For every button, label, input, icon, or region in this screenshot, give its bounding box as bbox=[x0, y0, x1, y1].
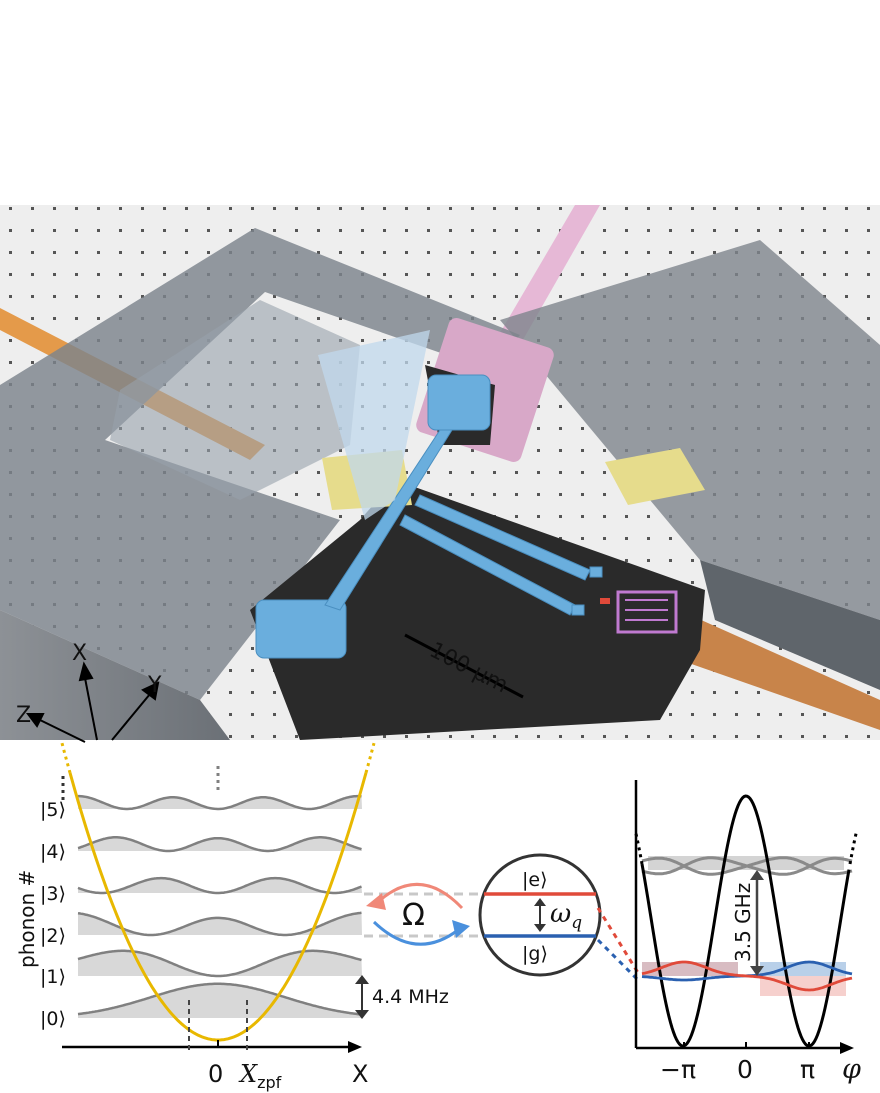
axis-label-y: Y bbox=[147, 673, 162, 698]
phonon-x-axis-arrow bbox=[348, 1041, 362, 1053]
sapphire-slab-left-face bbox=[0, 610, 230, 740]
harmonic-potential-continuation-right bbox=[364, 742, 376, 774]
zpf-subscript: zpf bbox=[257, 1073, 282, 1092]
coupling-section: Ω |e⟩ |g⟩ ωq bbox=[364, 853, 642, 982]
clamp-wedge bbox=[318, 330, 430, 520]
cosine-potential-continuation-right bbox=[848, 833, 858, 865]
qubit-frequency-arrow-head-top bbox=[534, 898, 546, 906]
rabi-arrow-top-head bbox=[366, 893, 386, 910]
phonon-levels: |0⟩ |1⟩ |2⟩ |3⟩ |4⟩ |5⟩ bbox=[40, 794, 362, 1030]
phonon-level-label-2: |2⟩ bbox=[40, 925, 66, 947]
sapphire-slab-left bbox=[0, 228, 520, 700]
tick-label-minus-pi: −π bbox=[660, 1055, 696, 1084]
qubit-electrodes bbox=[255, 374, 603, 659]
device-illustration: 100 μm X Y Z bbox=[0, 205, 880, 743]
junction bbox=[600, 598, 610, 604]
phonon-level-label-1: |1⟩ bbox=[40, 966, 66, 988]
phonon-level-3-wavefunction bbox=[77, 876, 362, 895]
excited-wavefunction-b bbox=[641, 856, 853, 876]
qubit-excited-state bbox=[641, 856, 853, 876]
phonon-panel: phonon # |0⟩ |1⟩ |2⟩ |3⟩ |4⟩ |5⟩ 4.4 MHz 0 Xz… bbox=[15, 742, 449, 1092]
phonon-level-0-fill bbox=[78, 983, 362, 1018]
ground-state-label: |g⟩ bbox=[522, 943, 548, 965]
axis-label-z: Z bbox=[16, 703, 31, 728]
rabi-label: Ω bbox=[402, 898, 425, 933]
phonon-level-0-wavefunction bbox=[77, 982, 362, 1016]
phonon-x-axis-label: X bbox=[352, 1060, 368, 1088]
cosine-potential-continuation-left bbox=[634, 833, 644, 865]
ground-wavefunction-symmetric bbox=[641, 960, 853, 992]
phonon-zero-tick-label: 0 bbox=[208, 1060, 223, 1088]
phonon-level-label-3: |3⟩ bbox=[40, 883, 66, 905]
qubit-ground-state bbox=[641, 960, 853, 992]
phonon-ylabel: phonon # bbox=[15, 870, 39, 968]
phonon-level-label-5: |5⟩ bbox=[40, 799, 66, 821]
chip-ground-plane bbox=[250, 480, 705, 740]
slab-left-inner bbox=[110, 300, 360, 500]
cosine-potential bbox=[640, 794, 851, 1048]
phonon-level-label-0: |0⟩ bbox=[40, 1008, 66, 1030]
sapphire-slab-right-face bbox=[700, 560, 880, 690]
qubit-panel: 3.5 GHz −π 0 π φ bbox=[634, 780, 861, 1085]
qubit-x-axis-label: φ bbox=[842, 1054, 861, 1085]
phonon-level-2-fill bbox=[78, 912, 362, 935]
rabi-arrow-bottom-head bbox=[452, 920, 470, 938]
gap-arrow-head-bottom bbox=[750, 966, 764, 976]
harmonic-potential-continuation-left bbox=[60, 742, 72, 774]
qubit-x-axis-arrow bbox=[840, 1042, 854, 1054]
qubit-frequency-arrow-head-bottom bbox=[534, 924, 546, 932]
feed-line-right bbox=[680, 615, 880, 730]
tick-label-pi: π bbox=[800, 1055, 815, 1084]
connector-ground bbox=[596, 938, 640, 982]
tick-label-zero: 0 bbox=[737, 1055, 753, 1084]
qubit-frequency-label: ωq bbox=[550, 899, 582, 933]
zpf-label: Xzpf bbox=[238, 1060, 282, 1092]
gap-label: 3.5 GHz bbox=[731, 883, 755, 962]
rabi-arrow-bottom bbox=[372, 920, 459, 946]
sapphire-slab-right bbox=[500, 240, 880, 620]
excited-state-label: |e⟩ bbox=[522, 869, 548, 891]
feed-line-top bbox=[497, 205, 600, 345]
spacing-arrow-head-top bbox=[355, 975, 369, 984]
qubit-frequency-subscript: q bbox=[571, 913, 582, 933]
rabi-arrow-top bbox=[376, 882, 464, 910]
phonon-level-5-wavefunction bbox=[78, 794, 362, 811]
coordinate-axes bbox=[26, 661, 160, 743]
phonon-level-1-wavefunction bbox=[77, 949, 362, 978]
spacing-arrow-head-bottom bbox=[355, 1010, 369, 1019]
transducer-pad-right bbox=[605, 448, 705, 505]
phonon-level-label-4: |4⟩ bbox=[40, 841, 66, 863]
gap-arrow-head-top bbox=[750, 870, 764, 880]
spacing-label: 4.4 MHz bbox=[372, 986, 449, 1008]
capacitor-fingers bbox=[625, 599, 668, 621]
interdigitated-capacitor bbox=[616, 590, 678, 634]
scale-bar bbox=[404, 633, 524, 699]
connector-excited bbox=[596, 907, 642, 977]
phonon-level-1-fill bbox=[78, 950, 362, 976]
axis-label-x: X bbox=[72, 641, 87, 666]
phonon-level-4-wavefunction bbox=[77, 836, 362, 853]
